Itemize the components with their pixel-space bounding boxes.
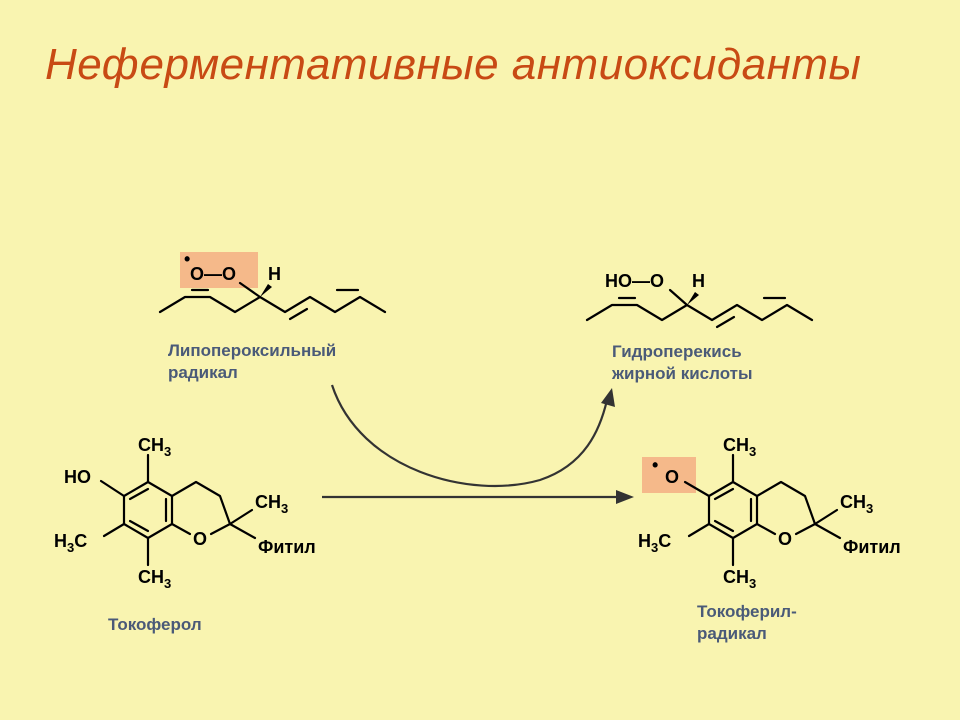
pyran-o-bond-2	[209, 522, 232, 536]
h3c-bond	[687, 522, 711, 538]
tocopherol-label: Токоферол	[108, 615, 202, 634]
h3c-label: H3C	[638, 531, 671, 555]
ch3-top: CH3	[723, 435, 756, 459]
phytyl-bond	[228, 522, 257, 540]
lipoperoxyl-label-2: радикал	[168, 363, 238, 382]
fatty-chain	[158, 295, 387, 314]
pyran-carbons	[170, 480, 232, 526]
phytyl-label: Фитил	[258, 537, 316, 557]
ring-double-3	[713, 519, 735, 533]
double-bond-2	[288, 307, 309, 321]
hydroperoxide-label-1: Гидроперекись	[612, 342, 742, 361]
ho-bond	[99, 479, 126, 498]
peroxyl-highlight	[180, 252, 258, 288]
hydroperoxy-group: HO—O	[605, 271, 664, 291]
ch3-top: CH3	[138, 435, 171, 459]
o-radical: O	[665, 467, 679, 487]
pyran-o-bond-1	[755, 522, 777, 536]
pyran-o-bond-1	[170, 522, 192, 536]
peroxyl-group: O—O	[190, 264, 236, 284]
hydroperoxide-label-2: жирной кислоты	[611, 364, 753, 383]
ring-oxygen: O	[193, 529, 207, 549]
phytyl-label: Фитил	[843, 537, 901, 557]
radical-dot: •	[652, 455, 658, 475]
pyran-o-bond-2	[794, 522, 817, 536]
c-h-wedge	[260, 284, 272, 297]
pyran-carbons	[755, 480, 817, 526]
c-o-bond	[668, 288, 689, 307]
curved-arrow	[330, 384, 609, 487]
phytyl-bond	[813, 522, 842, 540]
benzene-ring	[707, 480, 759, 540]
curved-arrowhead	[601, 388, 615, 407]
page-title: Неферментативные антиоксиданты	[45, 40, 862, 89]
benzene-ring	[122, 480, 174, 540]
lipoperoxyl-label-1: Липопероксильный	[168, 341, 336, 360]
ch3-bottom: CH3	[138, 567, 171, 591]
reaction-arrowhead	[616, 490, 634, 504]
ch3-right: CH3	[255, 492, 288, 516]
c-o-bond	[238, 281, 262, 299]
tocopheryl-radical: • O CH3 CH3 H3C O Фитил CH3	[638, 435, 901, 591]
radical-dot: •	[184, 249, 190, 269]
ring-double-3	[128, 519, 150, 533]
ring-double-1	[713, 487, 735, 501]
tocopherol: HO CH3 CH3 H3C O Фитил CH3	[54, 435, 316, 591]
ring-oxygen: O	[778, 529, 792, 549]
ch3-right-bond	[228, 508, 254, 526]
ch3-right-bond	[813, 508, 839, 526]
ch3-bottom: CH3	[723, 567, 756, 591]
c-h-wedge	[687, 292, 699, 305]
fatty-chain	[585, 303, 814, 322]
ring-double-1	[128, 487, 150, 501]
h3c-bond	[102, 522, 126, 538]
tocopheryl-label-1: Токоферил-	[697, 602, 797, 621]
lipoperoxyl-radical: • O—O H	[158, 249, 387, 321]
h-atom: H	[268, 264, 281, 284]
hydroperoxide: HO—O H	[585, 271, 814, 329]
ho-label: HO	[64, 467, 91, 487]
h-atom: H	[692, 271, 705, 291]
ch3-right: CH3	[840, 492, 873, 516]
h3c-label: H3C	[54, 531, 87, 555]
o-radical-bond	[683, 480, 711, 498]
double-bond-2	[715, 315, 736, 329]
radical-highlight	[642, 457, 696, 493]
tocopheryl-label-2: радикал	[697, 624, 767, 643]
